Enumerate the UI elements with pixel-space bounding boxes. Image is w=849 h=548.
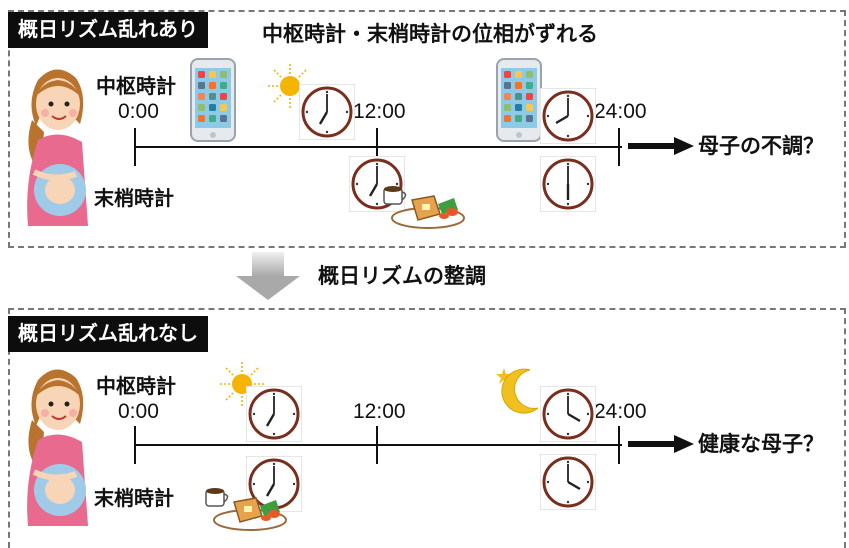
timeline-tick-0 (134, 128, 136, 166)
clock-icon (540, 156, 596, 212)
timeline-tick-24 (618, 426, 620, 464)
smartphone-icon (496, 58, 542, 142)
arrow-right-icon (628, 135, 694, 157)
alignment-label: 概日リズムの整調 (318, 264, 486, 288)
timeline-tick-12 (376, 128, 378, 166)
clock-icon (299, 84, 355, 140)
disrupted-rhythm-tag: 概日リズム乱れあり (8, 12, 208, 48)
down-arrow-icon (236, 252, 300, 300)
phase-shift-heading: 中枢時計・末梢時計の位相がずれる (262, 22, 598, 46)
central-clock-label: 中枢時計 (96, 374, 176, 398)
top-panel: 概日リズム乱れあり (8, 10, 846, 248)
clock-icon (246, 386, 302, 442)
peripheral-clock-label: 末梢時計 (94, 186, 174, 210)
timeline-tick-12 (376, 426, 378, 464)
time-label-12: 12:00 (353, 400, 406, 423)
pregnant-woman-icon (18, 62, 96, 226)
normal-rhythm-tag: 概日リズム乱れなし (8, 316, 208, 352)
bottom-panel: 概日リズム乱れなし (8, 308, 846, 548)
outcome-label-healthy: 健康な母子？ (698, 432, 824, 456)
timeline-tick-24 (618, 128, 620, 166)
outcome-label-disrupted: 母子の不調？ (698, 134, 824, 158)
clock-icon (540, 454, 596, 510)
time-label-12: 12:00 (353, 100, 406, 123)
time-label-24: 24:00 (594, 100, 647, 123)
smartphone-icon (190, 58, 236, 142)
breakfast-icon (382, 180, 466, 230)
central-clock-label: 中枢時計 (96, 74, 176, 98)
time-label-24: 24:00 (594, 400, 647, 423)
moon-icon (494, 364, 542, 414)
timeline-axis (134, 444, 622, 446)
timeline-tick-0 (134, 426, 136, 464)
breakfast-icon (204, 482, 288, 532)
clock-icon (540, 88, 596, 144)
time-label-0: 0:00 (118, 400, 159, 423)
clock-icon (540, 386, 596, 442)
arrow-right-icon (628, 433, 694, 455)
time-label-0: 0:00 (118, 100, 159, 123)
timeline-axis (134, 146, 622, 148)
peripheral-clock-label: 末梢時計 (94, 486, 174, 510)
pregnant-woman-icon (18, 362, 96, 526)
